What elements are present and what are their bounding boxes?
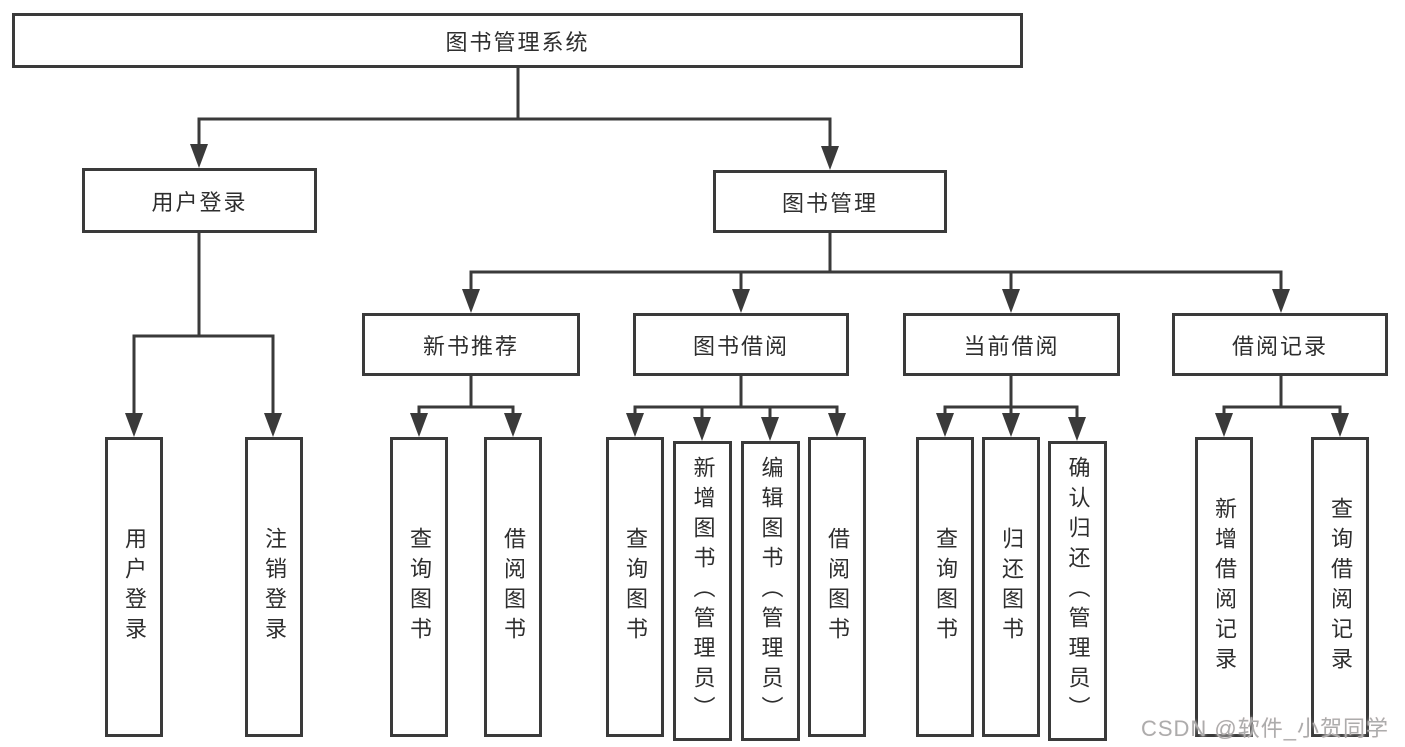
node-label: 查询图书 <box>623 527 648 647</box>
leaf-edit-books-admin: 编辑图书（管理员） <box>741 441 800 741</box>
node-label: 借阅图书 <box>501 527 526 647</box>
node-label: 借阅记录 <box>1231 333 1328 359</box>
leaf-query-borrow-record: 查询借阅记录 <box>1311 437 1369 737</box>
node-book-borrowing: 图书借阅 <box>633 313 849 376</box>
node-label: 确认归还（管理员） <box>1065 456 1091 726</box>
node-root-system: 图书管理系统 <box>12 13 1023 68</box>
node-label: 新增借阅记录 <box>1212 497 1237 677</box>
node-label: 图书借阅 <box>692 333 789 359</box>
leaf-return-books: 归还图书 <box>982 437 1040 737</box>
node-label: 图书管理 <box>781 190 878 216</box>
leaf-recommend-borrow-books: 借阅图书 <box>484 437 542 737</box>
node-label: 查询图书 <box>407 527 432 647</box>
node-user-login-branch: 用户登录 <box>82 168 317 233</box>
node-label: 当前借阅 <box>963 333 1060 359</box>
node-label: 注销登录 <box>262 527 287 647</box>
node-label: 新书推荐 <box>422 333 519 359</box>
leaf-add-borrow-record: 新增借阅记录 <box>1195 437 1253 737</box>
node-label: 编辑图书（管理员） <box>758 456 784 726</box>
node-label: 归还图书 <box>999 527 1024 647</box>
leaf-borrowing-query-books: 查询图书 <box>606 437 664 737</box>
node-label: 查询图书 <box>933 527 958 647</box>
csdn-watermark: CSDN @软件_小贺同学 <box>1140 716 1389 741</box>
leaf-current-query-books: 查询图书 <box>916 437 974 737</box>
leaf-user-login: 用户登录 <box>105 437 163 737</box>
node-label: 查询借阅记录 <box>1328 497 1353 677</box>
arrowheads <box>125 144 1349 441</box>
node-label: 图书管理系统 <box>445 29 590 55</box>
node-label: 用户登录 <box>122 527 147 647</box>
node-book-management-branch: 图书管理 <box>713 170 947 233</box>
leaf-recommend-query-books: 查询图书 <box>390 437 448 737</box>
node-label: 借阅图书 <box>825 527 850 647</box>
leaf-logout: 注销登录 <box>245 437 303 737</box>
node-new-book-recommend: 新书推荐 <box>362 313 580 376</box>
leaf-borrow-books: 借阅图书 <box>808 437 866 737</box>
leaf-add-books-admin: 新增图书（管理员） <box>673 441 732 741</box>
node-current-borrowing: 当前借阅 <box>903 313 1120 376</box>
node-label: 新增图书（管理员） <box>690 456 716 726</box>
node-borrowing-records: 借阅记录 <box>1172 313 1388 376</box>
leaf-confirm-return-admin: 确认归还（管理员） <box>1048 441 1107 741</box>
node-label: 用户登录 <box>151 189 248 215</box>
